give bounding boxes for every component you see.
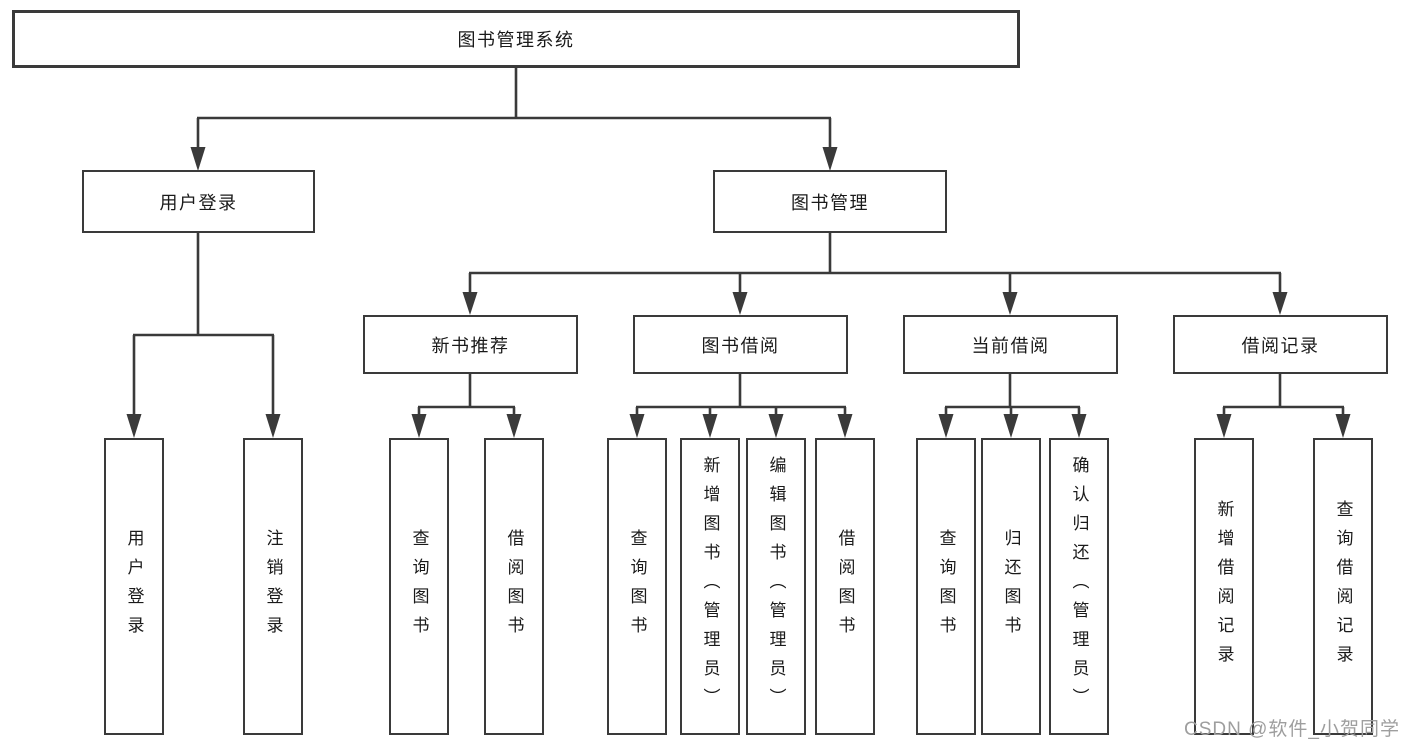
leaf-search-books-2: 查询图书 — [607, 438, 667, 735]
node-current-borrowing-label: 当前借阅 — [971, 335, 1050, 356]
leaf-search-borrow-record: 查询借阅记录 — [1313, 438, 1373, 735]
leaf-logout: 注销登录 — [243, 438, 303, 735]
leaf-search-books-1-label: 查询图书 — [409, 528, 429, 645]
leaf-edit-book-admin: 编辑图书（管理员） — [746, 438, 806, 735]
leaf-add-borrow-record-label: 新增借阅记录 — [1214, 499, 1234, 674]
leaf-logout-label: 注销登录 — [263, 528, 283, 645]
arrowheads — [126, 147, 1351, 438]
leaf-borrow-books-1-label: 借阅图书 — [504, 528, 524, 645]
connector-root-to-level2 — [196, 68, 832, 148]
leaf-confirm-return-admin: 确认归还（管理员） — [1049, 438, 1109, 735]
leaf-borrow-books-2-label: 借阅图书 — [835, 528, 855, 645]
connector-new-books-branch — [417, 374, 516, 415]
node-book-management: 图书管理 — [713, 170, 947, 233]
connector-borrowing-branch — [635, 374, 847, 415]
leaf-return-book: 归还图书 — [981, 438, 1041, 735]
leaf-search-books-1: 查询图书 — [389, 438, 449, 735]
leaf-confirm-return-admin-label: 确认归还（管理员） — [1069, 456, 1089, 717]
leaf-user-login-label: 用户登录 — [124, 528, 144, 645]
leaf-add-borrow-record: 新增借阅记录 — [1194, 438, 1254, 735]
node-book-borrowing: 图书借阅 — [633, 315, 848, 374]
csdn-watermark: CSDN @软件_小贺同学 — [1184, 719, 1400, 740]
node-library-management-system: 图书管理系统 — [12, 10, 1020, 68]
node-book-management-label: 图书管理 — [791, 192, 869, 213]
leaf-edit-book-admin-label: 编辑图书（管理员） — [766, 456, 786, 717]
connector-current-branch — [944, 374, 1081, 415]
node-library-management-system-label: 图书管理系统 — [457, 30, 575, 50]
node-new-book-recommendation-label: 新书推荐 — [431, 335, 510, 356]
leaf-borrow-books-2: 借阅图书 — [815, 438, 875, 735]
leaf-add-book-admin-label: 新增图书（管理员） — [700, 456, 720, 717]
node-current-borrowing: 当前借阅 — [903, 315, 1118, 374]
leaf-add-book-admin: 新增图书（管理员） — [680, 438, 740, 735]
node-user-login-label: 用户登录 — [159, 192, 238, 213]
connector-user-login-branch — [132, 233, 275, 415]
leaf-return-book-label: 归还图书 — [1001, 528, 1021, 645]
leaf-search-books-3: 查询图书 — [916, 438, 976, 735]
connector-book-management-branch — [468, 233, 1282, 293]
node-user-login: 用户登录 — [82, 170, 315, 233]
connector-records-branch — [1222, 374, 1345, 415]
node-new-book-recommendation: 新书推荐 — [363, 315, 578, 374]
node-book-borrowing-label: 图书借阅 — [701, 335, 780, 356]
leaf-search-books-3-label: 查询图书 — [936, 528, 956, 645]
node-borrowing-records: 借阅记录 — [1173, 315, 1388, 374]
node-borrowing-records-label: 借阅记录 — [1241, 335, 1320, 356]
leaf-borrow-books-1: 借阅图书 — [484, 438, 544, 735]
leaf-search-borrow-record-label: 查询借阅记录 — [1333, 499, 1353, 674]
leaf-search-books-2-label: 查询图书 — [627, 528, 647, 645]
leaf-user-login: 用户登录 — [104, 438, 164, 735]
